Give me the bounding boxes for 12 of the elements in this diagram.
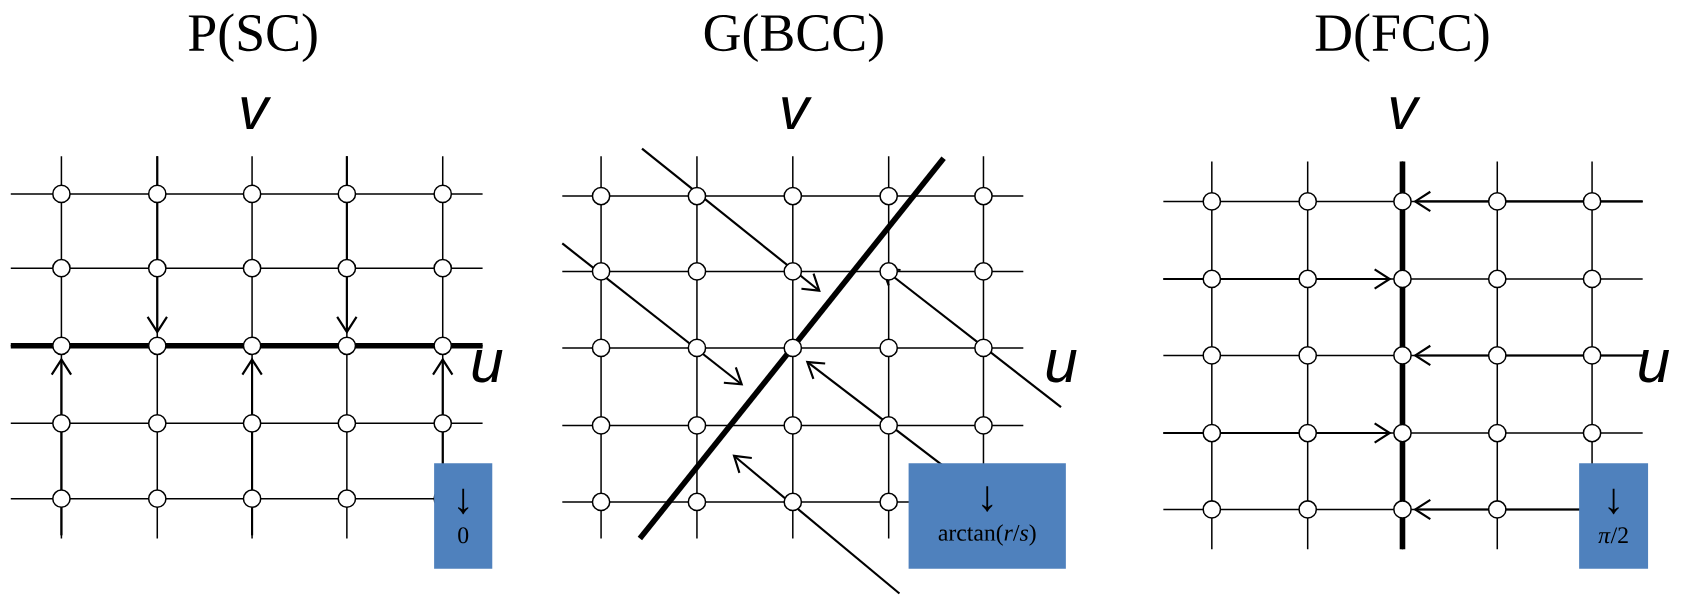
axis-label: v	[241, 97, 272, 130]
value-box: ↓ 0	[434, 463, 493, 569]
axis-label: u	[1046, 350, 1077, 383]
axis-label: v	[1390, 97, 1421, 130]
panel-title: P(SC)	[188, 13, 317, 63]
panel-title: G(BCC)	[704, 13, 883, 63]
axis-label: u	[472, 350, 503, 383]
value-box: ↓ π/2	[1579, 463, 1649, 569]
axis-label: v	[782, 97, 812, 130]
axis-label: u	[1639, 350, 1669, 383]
panel-title: D(FCC)	[1315, 13, 1489, 63]
value-box: ↓ arctan(r/s)	[908, 463, 1066, 569]
